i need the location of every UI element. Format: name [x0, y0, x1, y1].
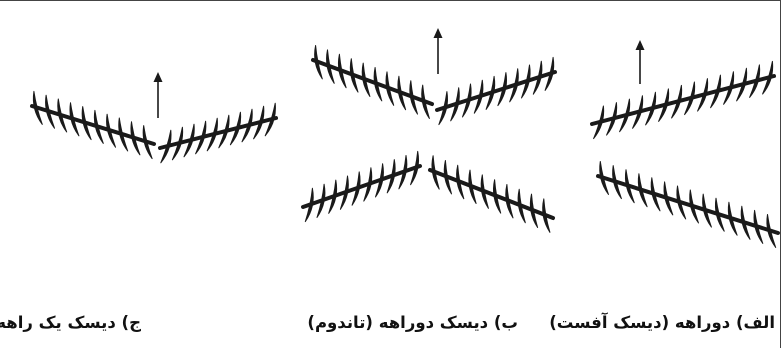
- tandem-rear-left-gang: [303, 151, 420, 221]
- caption-offset-disc: الف) دوراهه (دیسک آفست): [549, 313, 775, 333]
- offset-front-gang: [592, 61, 774, 138]
- up-arrow-icon: [154, 72, 163, 118]
- gang-axle: [598, 176, 778, 233]
- gang-axle: [430, 170, 553, 218]
- up-arrow-icon: [636, 40, 645, 84]
- offset-rear-gang: [598, 162, 778, 248]
- gang-axle: [303, 166, 420, 207]
- tandem-front-left-gang: [313, 46, 432, 119]
- gang-axle: [32, 106, 154, 144]
- caption-single-action-disc: ج) دیسک یک راهه: [0, 313, 141, 333]
- tandem-front-right-gang: [437, 57, 555, 124]
- tandem-rear-right-gang: [430, 156, 553, 233]
- gang-axle: [160, 118, 276, 148]
- gang-axle: [592, 76, 774, 124]
- gang-layer: [32, 46, 778, 248]
- caption-tandem-disc: ب) دیسک دوراهه (تاندوم): [307, 313, 518, 333]
- arrow-layer: [154, 28, 645, 118]
- up-arrow-icon: [434, 28, 443, 74]
- gang-axle: [313, 60, 432, 104]
- single-action-left-gang: [32, 91, 154, 158]
- single-action-right-gang: [160, 103, 276, 163]
- gang-axle: [437, 72, 555, 110]
